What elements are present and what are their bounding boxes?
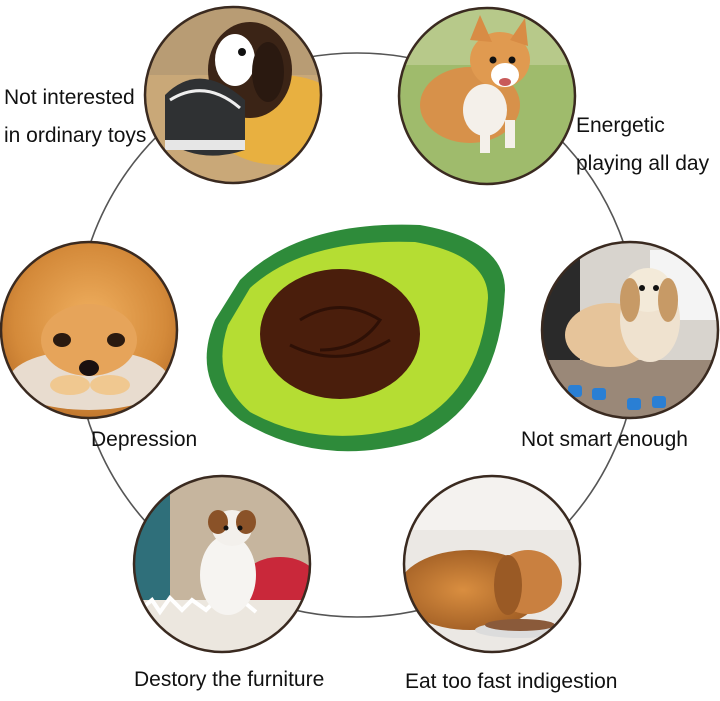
photo-sad-pomeranian	[0, 240, 179, 420]
label-destroy-furniture: Destory the furniture	[134, 668, 325, 691]
label-not-smart: Not smart enough	[521, 428, 688, 451]
photo-running-corgi	[397, 6, 577, 186]
photo-golden-retriever-eating	[402, 474, 582, 654]
label-eat-too-fast: Eat too fast indigestion	[405, 670, 618, 693]
label-energetic-line1: Energetic	[576, 114, 665, 137]
avocado-snuffle-mat	[206, 224, 505, 452]
label-not-interested-line1: Not interested	[4, 86, 135, 109]
label-depression: Depression	[91, 428, 198, 451]
label-not-interested-line2: in ordinary toys	[4, 124, 147, 147]
photo-dog-destroying-furniture	[132, 474, 312, 654]
photo-spaniel-with-shoe	[143, 5, 323, 185]
label-energetic-line2: playing all day	[576, 152, 710, 175]
photo-fluffy-dog-in-boots	[540, 240, 720, 420]
